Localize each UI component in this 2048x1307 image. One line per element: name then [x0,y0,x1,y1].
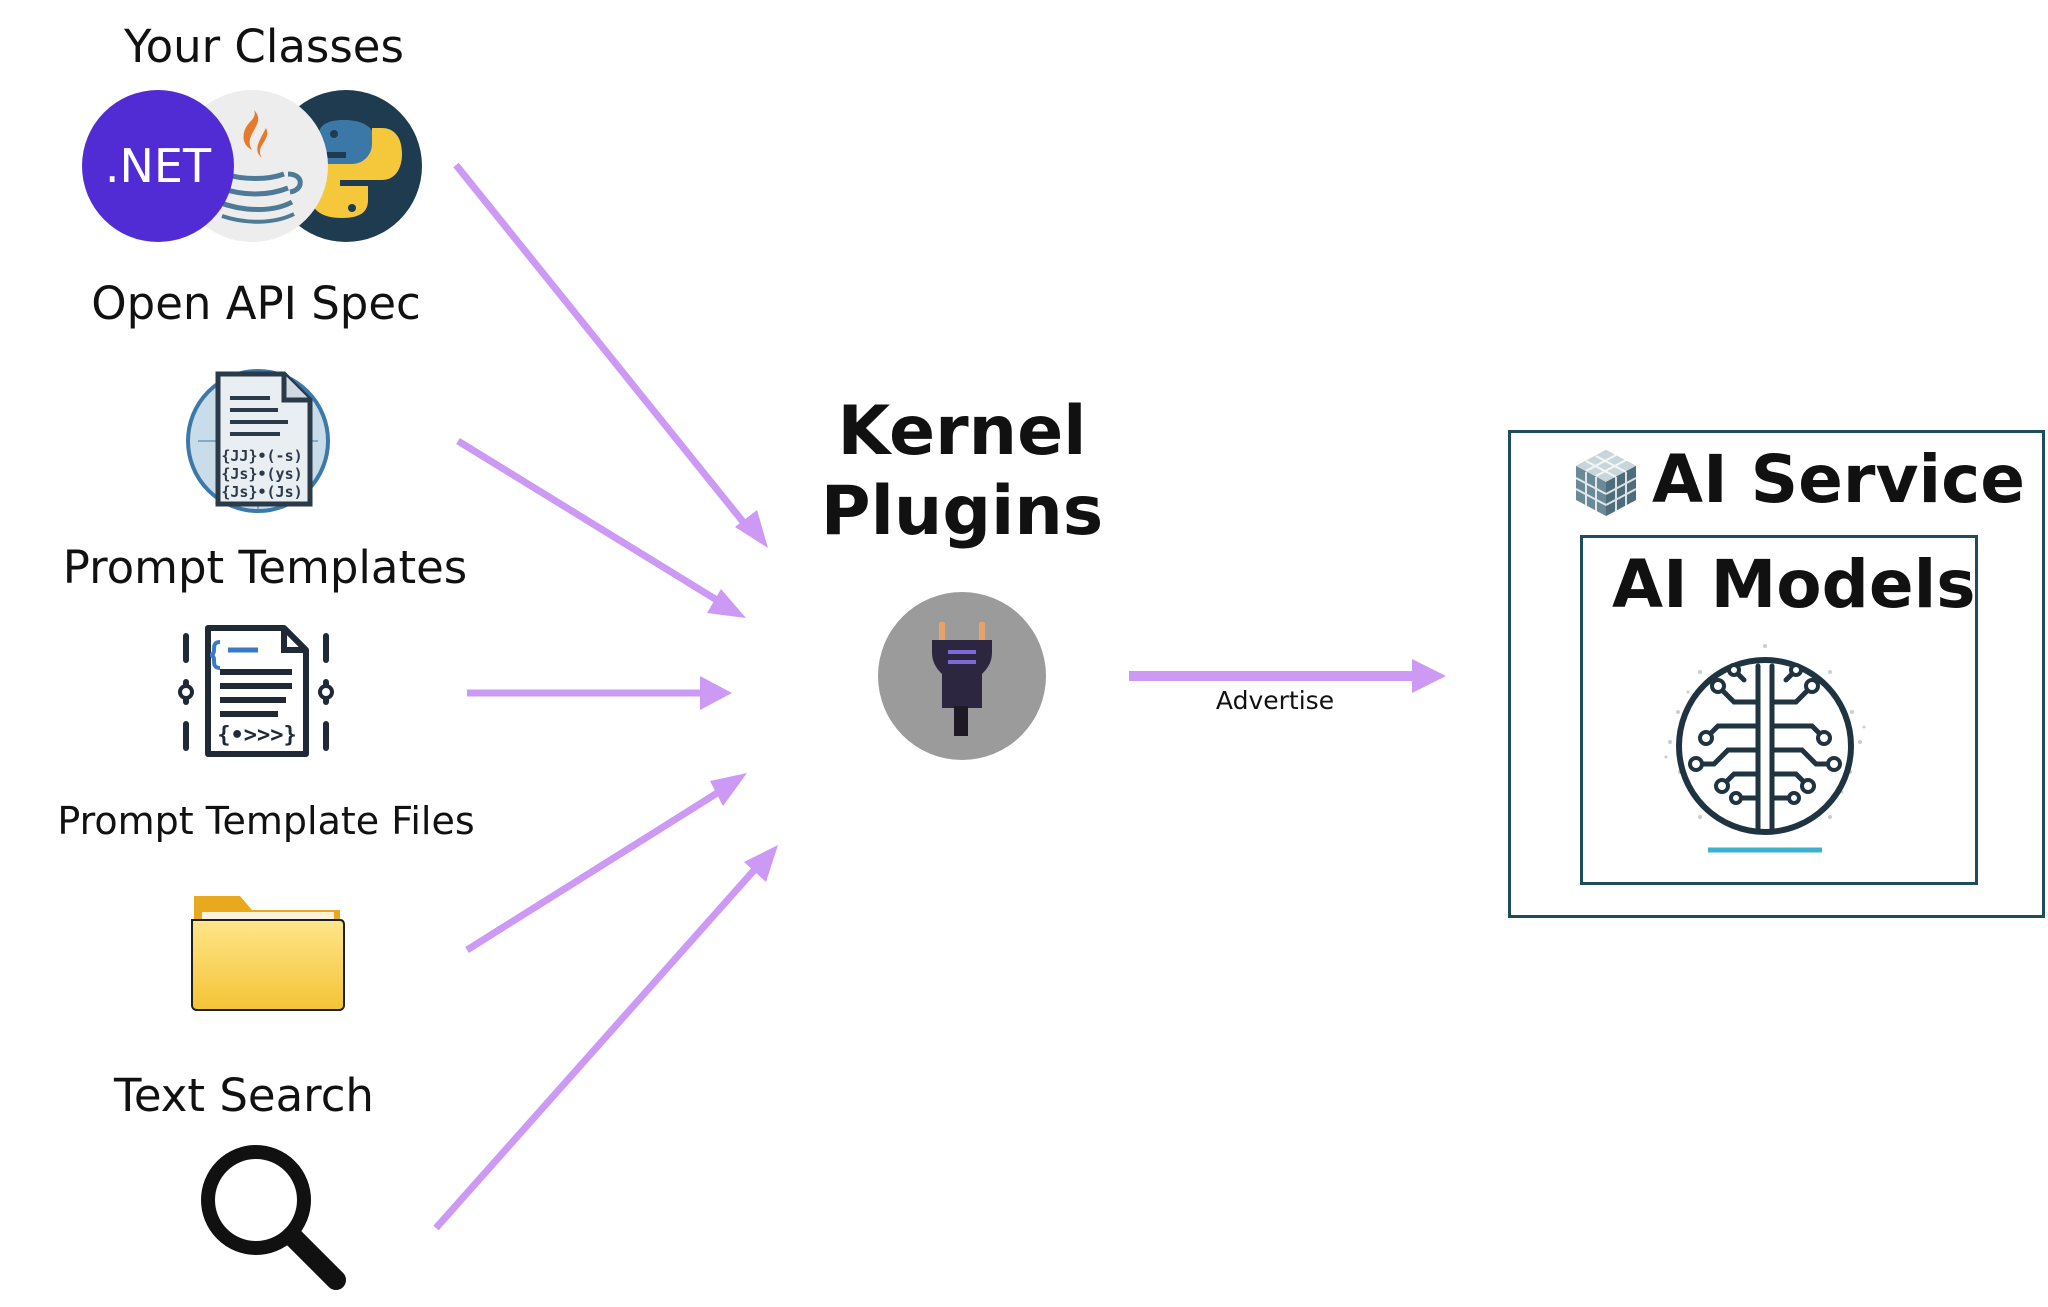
brain-circuit-icon [1660,642,1870,862]
api-doc-line-3: {Js}•(Js) [221,483,302,501]
arrowhead-classes [735,510,768,548]
arrowhead-templates [700,676,732,710]
api-doc-line-1: {JJ}•(-s) [221,447,302,465]
arrow-files-to-kernel [465,787,724,953]
your-classes-title: Your Classes [124,20,404,73]
kernel-plugins-title: Kernel Plugins [821,392,1103,552]
dotnet-logo: .NET [82,90,234,242]
arrowhead-advertise [1412,659,1446,693]
arrowhead-openapi [707,589,746,618]
advertise-label: Advertise [1215,686,1335,715]
text-search-title: Text Search [114,1069,374,1122]
arrow-search-to-kernel [433,865,759,1231]
ai-service-title: AI Service [1652,441,2025,518]
template-document-icon: {•>>>} [178,624,334,760]
ai-models-box [1580,535,1978,885]
template-doc-code: {•>>>} [217,723,296,748]
kernel-title-line2: Plugins [820,472,1104,552]
prompt-template-files-title: Prompt Template Files [57,799,475,843]
dotnet-logo-text: .NET [105,139,212,193]
api-document-icon: {JJ}•(-s) {Js}•(ys) {Js}•(Js) [184,368,332,514]
ai-service-box [1508,430,2045,918]
prompt-templates-title: Prompt Templates [62,541,468,594]
kernel-title-line1: Kernel [837,392,1087,471]
cubes-icon [1572,446,1640,518]
api-doc-line-2: {Js}•(ys) [221,465,302,483]
plug-icon [876,590,1048,762]
arrowhead-files [710,773,747,806]
arrow-openapi-to-kernel [456,438,722,605]
arrow-classes-to-kernel [453,162,751,531]
folder-icon [190,888,346,1012]
open-api-spec-title: Open API Spec [91,277,421,330]
ai-models-title: AI Models [1612,546,1976,623]
language-logos: .NET [82,88,422,244]
arrowhead-search [744,845,778,882]
magnifier-icon [198,1142,350,1292]
